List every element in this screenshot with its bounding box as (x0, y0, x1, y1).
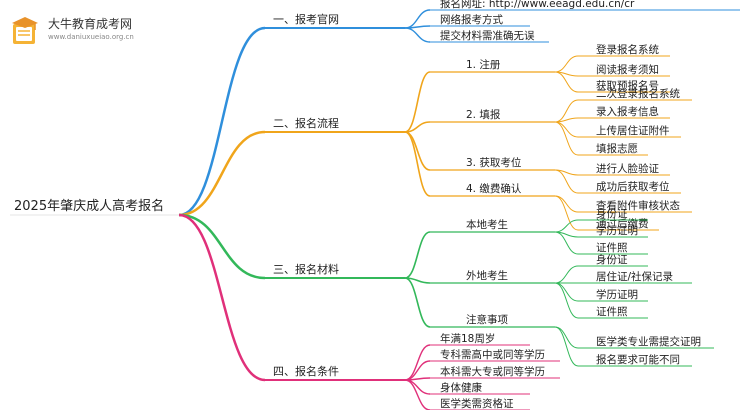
detail-connector-2-3-2 (554, 169, 579, 194)
detail-connector-3-3-2 (554, 326, 579, 367)
leaf-1-1[interactable]: 报名网址: http://www.eeagd.edu.cn/cr (440, 0, 635, 10)
leaf-4-5[interactable]: 医学类需资格证 (440, 397, 514, 410)
detail-2-2-2[interactable]: 录入报考信息 (596, 105, 659, 118)
leaf-4-2[interactable]: 专科需高中或同等学历 (440, 348, 545, 361)
detail-connector-2-2-1 (554, 99, 579, 123)
detail-connector-2-2-2 (554, 117, 579, 123)
branch-connector-3 (178, 213, 266, 280)
logo-url: www.daniuxueiao.org.cn (48, 33, 134, 41)
detail-3-1-1[interactable]: 身份证 (596, 207, 628, 220)
detail-3-1-2[interactable]: 学历证明 (596, 224, 638, 237)
detail-connector-3-2-1 (554, 265, 579, 284)
sub-connector-2-2 (404, 121, 431, 133)
leaf-connector-1-1 (404, 9, 431, 29)
detail-3-3-2[interactable]: 报名要求可能不同 (596, 353, 680, 366)
detail-2-3-2[interactable]: 成功后获取考位 (596, 180, 670, 193)
detail-2-1-3[interactable]: 获取预报名号 (596, 79, 659, 92)
detail-3-2-1[interactable]: 身份证 (596, 253, 628, 266)
sub-connector-2-1 (404, 71, 431, 133)
detail-3-2-3[interactable]: 学历证明 (596, 288, 638, 301)
graduation-book-icon (12, 17, 38, 44)
detail-2-2-3[interactable]: 上传居住证附件 (596, 124, 670, 137)
detail-2-3-1[interactable]: 进行人脸验证 (596, 162, 659, 175)
sub-topic-2-4[interactable]: 4. 缴费确认 (466, 182, 522, 195)
detail-2-4-1[interactable]: 查看附件审核状态 (596, 199, 680, 212)
detail-connector-2-2-4 (554, 121, 579, 156)
sub-topic-3-1[interactable]: 本地考生 (466, 218, 508, 231)
sub-connector-3-1 (404, 231, 431, 279)
branch-connector-4 (178, 213, 266, 382)
leaf-4-1[interactable]: 年满18周岁 (440, 332, 495, 345)
leaf-4-3[interactable]: 本科需大专或同等学历 (440, 365, 545, 378)
root-topic[interactable]: 2025年肇庆成人高考报名 (14, 198, 164, 214)
leaf-1-3[interactable]: 提交材料需准确无误 (440, 29, 535, 42)
leaf-connector-4-1 (404, 344, 431, 381)
detail-connector-3-1-3 (554, 231, 579, 255)
detail-2-1-2[interactable]: 阅读报考须知 (596, 63, 659, 76)
detail-connector-2-1-3 (554, 71, 579, 93)
branch-4[interactable]: 四、报名条件 (273, 364, 339, 378)
branch-connector-1 (178, 26, 266, 217)
leaf-connector-4-4 (404, 379, 431, 395)
detail-connector-2-4-2 (554, 195, 579, 231)
detail-3-2-4[interactable]: 证件照 (596, 306, 628, 318)
detail-connector-3-2-3 (554, 282, 579, 302)
detail-2-1-1[interactable]: 登录报名系统 (596, 43, 659, 56)
detail-3-2-2[interactable]: 居住证/社保记录 (596, 270, 673, 283)
detail-2-2-1[interactable]: 二次登录报名系统 (596, 87, 680, 100)
sub-connector-3-3 (404, 277, 431, 328)
detail-connector-2-1-1 (554, 55, 579, 73)
leaf-1-2[interactable]: 网络报考方式 (440, 13, 503, 26)
leaf-4-4[interactable]: 身体健康 (440, 381, 482, 394)
sub-topic-2-3[interactable]: 3. 获取考位 (466, 156, 522, 169)
detail-connector-2-2-3 (554, 121, 579, 138)
detail-connector-3-2-4 (554, 282, 579, 319)
site-logo[interactable]: 大牛教育成考网 www.daniuxueiao.org.cn (8, 12, 158, 52)
branch-3[interactable]: 三、报名材料 (273, 262, 339, 276)
logo-title: 大牛教育成考网 (48, 17, 133, 31)
sub-topic-2-1[interactable]: 1. 注册 (466, 58, 501, 71)
leaf-connector-1-3 (404, 27, 431, 43)
detail-3-1-3[interactable]: 证件照 (596, 242, 628, 254)
sub-connector-2-4 (404, 131, 431, 197)
sub-topic-3-3[interactable]: 注意事项 (466, 313, 508, 326)
branch-1[interactable]: 一、报考官网 (273, 12, 339, 26)
sub-topic-3-2[interactable]: 外地考生 (466, 269, 508, 282)
branch-connector-2 (178, 130, 266, 217)
detail-2-2-4[interactable]: 填报志愿 (596, 142, 638, 155)
detail-connector-2-4-1 (554, 195, 579, 213)
detail-3-3-1[interactable]: 医学类专业需提交证明 (596, 335, 701, 348)
detail-connector-3-1-1 (554, 219, 579, 233)
leaf-connector-4-5 (404, 379, 431, 410)
sub-topic-2-2[interactable]: 2. 填报 (466, 108, 501, 121)
branch-2[interactable]: 二、报名流程 (273, 116, 339, 130)
